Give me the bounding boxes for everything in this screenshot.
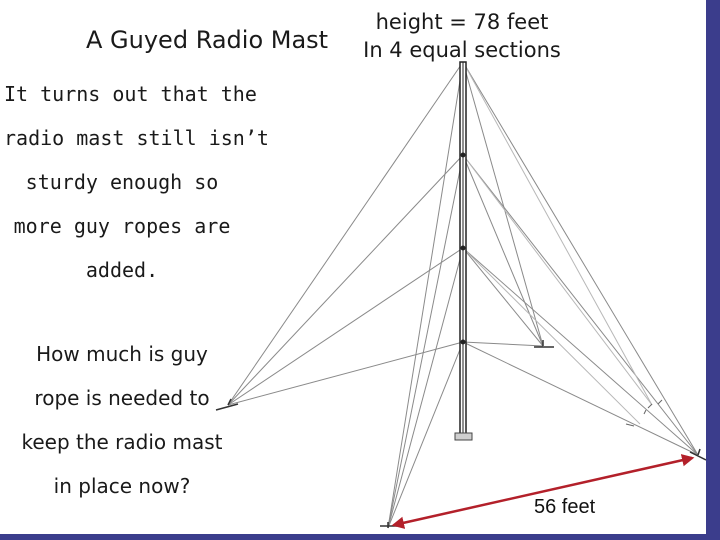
dimension-arrow <box>391 454 695 529</box>
slide-title: A Guyed Radio Mast <box>86 26 329 54</box>
guy-rope <box>462 247 544 347</box>
guy-rope <box>462 61 699 456</box>
text-line: radio mast still isn’t <box>4 126 269 150</box>
ground-anchors <box>215 340 706 528</box>
guy-rope <box>462 247 641 425</box>
guy-rope <box>227 61 464 406</box>
mast-joint <box>460 152 466 158</box>
anchor-mark <box>625 423 635 427</box>
guy-rope <box>462 61 544 347</box>
dimension-label: 56 feet <box>534 496 596 518</box>
mast-height: height = 78 feet <box>375 10 549 34</box>
text-line: more guy ropes are <box>13 214 231 238</box>
guy-rope <box>387 61 464 529</box>
explanation-text: It turns out that the radio mast still i… <box>4 72 269 292</box>
anchor-mark <box>215 398 239 411</box>
text-line: added. <box>85 258 159 282</box>
guy-rope <box>462 341 544 347</box>
mast-joint <box>460 339 466 345</box>
guy-rope <box>462 341 699 456</box>
text-line: How much is guy <box>36 342 208 366</box>
guy-ropes <box>227 61 699 529</box>
guy-rope <box>462 154 653 406</box>
anchor-mark <box>643 399 663 415</box>
mast <box>454 61 473 441</box>
mast-sections: In 4 equal sections <box>363 38 561 62</box>
text-line: keep the radio mast <box>21 430 223 454</box>
guy-rope <box>462 154 544 347</box>
guy-rope <box>227 341 464 406</box>
mast-base <box>454 432 473 441</box>
guy-rope <box>387 154 464 529</box>
anchor-mark <box>689 448 706 461</box>
mast-joint <box>460 245 466 251</box>
anchor-mark <box>534 340 554 348</box>
mast-specs: height = 78 feet In 4 equal sections <box>346 8 578 64</box>
text-line: rope is needed to <box>34 386 210 410</box>
guy-rope <box>227 154 464 406</box>
guy-rope <box>227 247 464 406</box>
guy-rope <box>462 247 699 456</box>
guy-rope <box>387 341 464 529</box>
radio-mast-diagram <box>215 61 706 529</box>
guy-rope <box>462 61 653 406</box>
text-line: sturdy enough so <box>25 170 219 194</box>
text-line: in place now? <box>53 474 191 498</box>
guy-rope <box>462 154 699 456</box>
text-line: It turns out that the <box>4 82 257 106</box>
question-text: How much is guy rope is needed to keep t… <box>4 332 240 508</box>
